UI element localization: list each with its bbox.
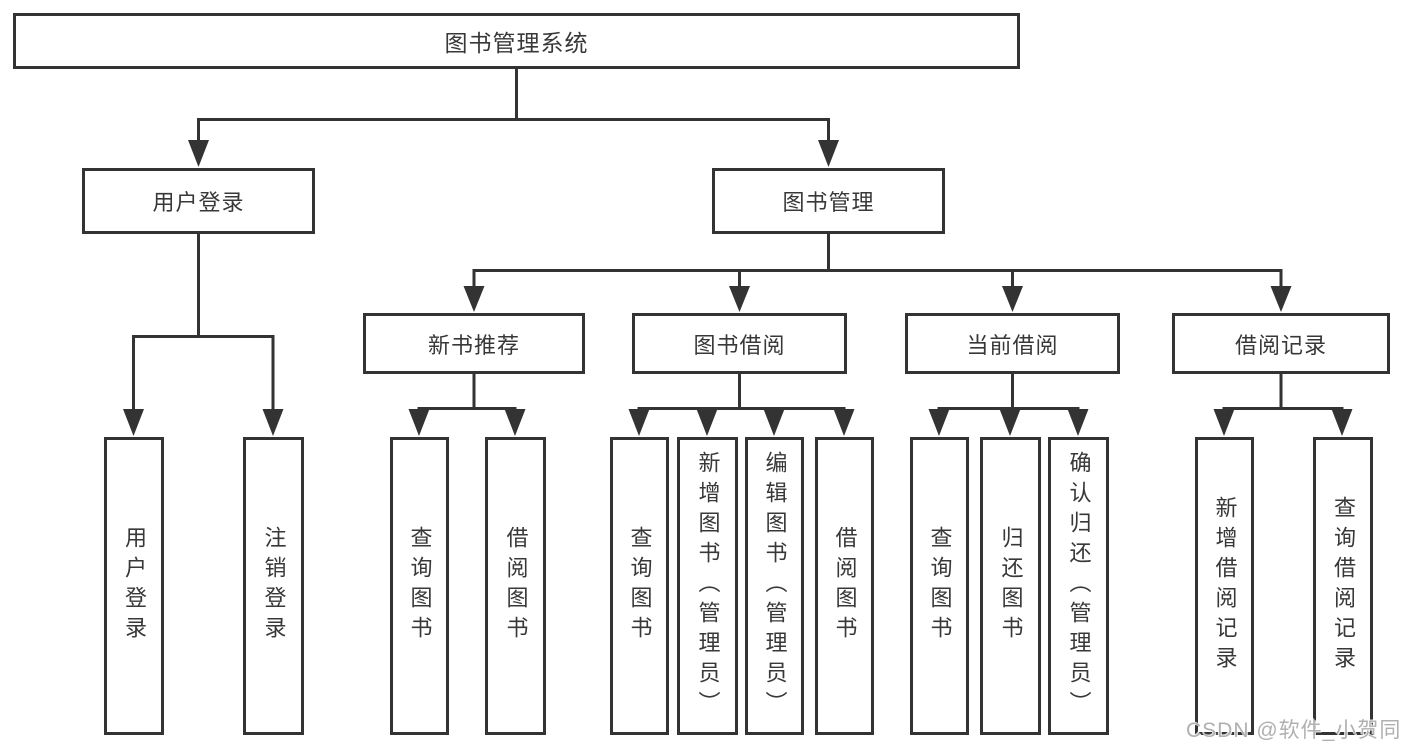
node-user-login: 用户登录 bbox=[82, 168, 315, 234]
leaf-logout: 注销登录 bbox=[243, 437, 304, 735]
leaf-user-login: 用户登录 bbox=[104, 437, 164, 735]
leaf-confirm-return-admin: 确认归还（管理员） bbox=[1048, 437, 1109, 735]
node-borrow-records: 借阅记录 bbox=[1172, 313, 1390, 374]
watermark-text: CSDN @软件_小贺同学 bbox=[1186, 719, 1402, 742]
leaf-query-books: 查询图书 bbox=[910, 437, 969, 735]
leaf-borrow-books: 借阅图书 bbox=[815, 437, 874, 735]
leaf-add-book-admin: 新增图书（管理员） bbox=[677, 437, 738, 735]
leaf-add-borrow-record: 新增借阅记录 bbox=[1195, 437, 1254, 735]
leaf-borrow-books: 借阅图书 bbox=[485, 437, 546, 735]
leaf-query-books: 查询图书 bbox=[610, 437, 669, 735]
node-library-system: 图书管理系统 bbox=[13, 13, 1020, 69]
node-book-borrow: 图书借阅 bbox=[632, 313, 847, 374]
node-book-management: 图书管理 bbox=[712, 168, 945, 234]
leaf-query-books: 查询图书 bbox=[390, 437, 449, 735]
leaf-return-book: 归还图书 bbox=[980, 437, 1041, 735]
leaf-query-borrow-record: 查询借阅记录 bbox=[1313, 437, 1373, 735]
node-new-book-recommend: 新书推荐 bbox=[363, 313, 585, 374]
leaf-edit-book-admin: 编辑图书（管理员） bbox=[745, 437, 804, 735]
node-current-borrow: 当前借阅 bbox=[905, 313, 1120, 374]
